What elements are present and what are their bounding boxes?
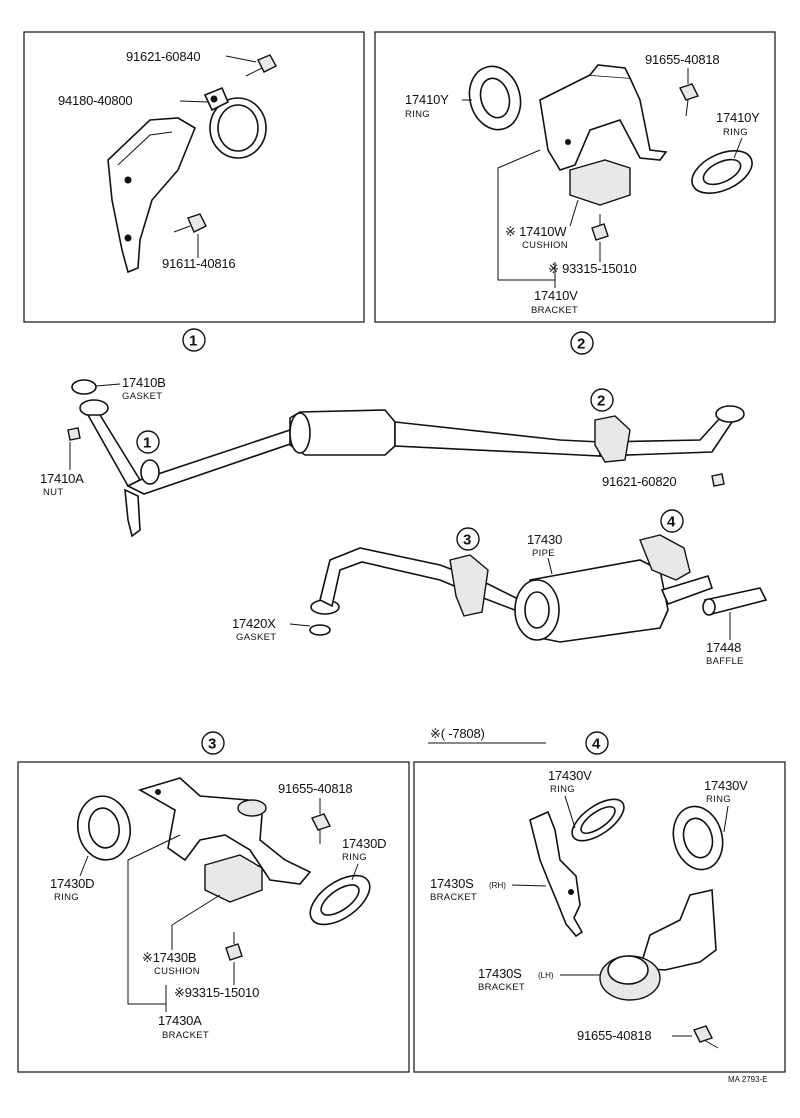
main-gasket2-name: GASKET [236, 632, 276, 643]
panel-1-callout-number: 1 [189, 333, 197, 350]
p3-bolt2-label: ※93315-15010 [174, 985, 259, 1000]
p2-bolt2-label: ※ 93315-15010 [548, 261, 637, 276]
leader-p4-ring-left [564, 795, 576, 829]
panel-4-bracket-art [529, 798, 724, 1049]
p2-bracket-no: 17410V [534, 288, 578, 303]
panel-2-bracket-art [468, 64, 753, 241]
main-callout-1 [136, 430, 160, 454]
p3-ring-right-name: RING [342, 852, 367, 863]
p4-ring-right-name: RING [706, 794, 731, 805]
leader-p2-cushion [569, 199, 579, 227]
footnote-label: ※( -7808) [430, 726, 485, 741]
panel-3-frame [17, 761, 410, 1073]
leader-main-pipe [547, 557, 553, 575]
front-pipe-art [67, 379, 745, 538]
p2-ring-left-name: RING [405, 109, 430, 120]
panel-2-frame [374, 31, 776, 323]
main-gasket-no: 17410B [122, 375, 166, 390]
leader-p1-bolt-top [225, 55, 257, 63]
p4-bolt-label: 91655-40818 [577, 1028, 651, 1043]
p3-ring-right-no: 17430D [342, 836, 386, 851]
p3-cushion-name: CUSHION [154, 966, 200, 977]
main-nut-name: NUT [43, 487, 63, 498]
main-baffle-no: 17448 [706, 640, 741, 655]
p4-ring-left-no: 17430V [548, 768, 592, 783]
p3-cushion-no: ※17430B [142, 950, 196, 965]
main-gasket2-no: 17420X [232, 616, 276, 631]
leader-p4-ring-right [723, 805, 729, 833]
p4-bracket-lh-no: 17430S [478, 966, 522, 981]
panel-1-frame [23, 31, 365, 323]
main-callout-3-number: 3 [463, 532, 471, 549]
p4-ring-left-name: RING [550, 784, 575, 795]
main-callout-2-number: 2 [597, 393, 605, 410]
panel-1-bracket-art [107, 54, 277, 274]
main-callout-4-number: 4 [667, 514, 676, 531]
panel-3-callout-number: 3 [208, 736, 216, 753]
p2-cushion-name: CUSHION [522, 240, 568, 251]
p2-ring-right-name: RING [723, 127, 748, 138]
leader-p3-bracket [127, 834, 181, 1005]
p4-bracket-lh-name: BRACKET [478, 982, 525, 993]
p2-cushion-no: ※ 17410W [505, 224, 567, 239]
main-callout-2 [590, 388, 614, 412]
p3-ring-left-name: RING [54, 892, 79, 903]
panel-4-frame [413, 761, 786, 1073]
leader-p3-ring-left [79, 855, 89, 877]
panel-3-callout [201, 731, 225, 755]
p1-bolt-top-label: 91621-60840 [126, 49, 200, 64]
main-gasket-name: GASKET [122, 391, 162, 402]
p4-bracket-rh-name: BRACKET [430, 892, 477, 903]
leader-p4-bracket-rh [511, 884, 547, 887]
panel-1-callout [182, 328, 206, 352]
p2-bracket-name: BRACKET [531, 305, 578, 316]
panel-3-bracket-art [76, 777, 371, 961]
figure-code: MA 2793-E [728, 1075, 768, 1084]
p2-ring-right-no: 17410Y [716, 110, 760, 125]
tail-pipe-art [309, 534, 768, 643]
main-callout-1-number: 1 [143, 435, 151, 452]
p2-bolt-label: 91655-40818 [645, 52, 719, 67]
main-pipe-name: PIPE [532, 548, 555, 559]
main-callout-4 [660, 509, 684, 533]
p4-bracket-rh-no: 17430S [430, 876, 474, 891]
panel-4-callout-number: 4 [592, 736, 601, 753]
p3-bracket-name: BRACKET [162, 1030, 209, 1041]
panel-2-callout-number: 2 [577, 336, 585, 353]
main-nut-no: 17410A [40, 471, 84, 486]
leader-p2-ring-right [733, 137, 743, 159]
main-callout-3 [456, 527, 480, 551]
p2-ring-left-no: 17410Y [405, 92, 449, 107]
main-baffle-name: BAFFLE [706, 656, 744, 667]
p1-bolt-bottom-label: 91611-40816 [162, 256, 235, 271]
p1-clamp-label: 94180-40800 [58, 93, 132, 108]
p4-bracket-rh-side: (RH) [489, 881, 506, 890]
leader-main-gasket2 [289, 623, 311, 627]
p3-ring-left-no: 17430D [50, 876, 94, 891]
p3-bolt-label: 91655-40818 [278, 781, 352, 796]
leader-p2-bracket [497, 149, 556, 288]
leader-p1-clamp [179, 100, 209, 103]
p4-bracket-lh-side: (LH) [538, 971, 554, 980]
leader-main-gasket [95, 383, 121, 387]
p4-ring-right-no: 17430V [704, 778, 748, 793]
main-pipe-no: 17430 [527, 532, 562, 547]
panel-2-callout [570, 331, 594, 355]
leader-p3-cushion-2 [171, 894, 221, 926]
p3-bracket-no: 17430A [158, 1013, 202, 1028]
leader-p3-ring-right [351, 863, 359, 881]
panel-4-callout [585, 731, 609, 755]
main-bolt-label: 91621-60820 [602, 474, 676, 489]
